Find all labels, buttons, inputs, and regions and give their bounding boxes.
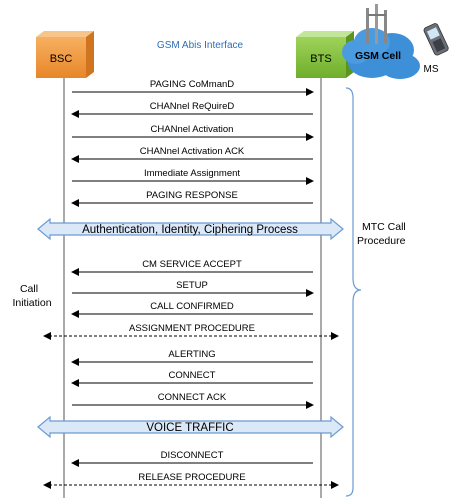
release-procedure-label: RELEASE PROCEDURE <box>138 472 245 483</box>
gsm-cell-cloud-icon: GSM Cell <box>342 4 420 79</box>
alerting-label: ALERTING <box>168 349 215 360</box>
mobile-phone-icon <box>423 23 449 56</box>
paging-response-label: PAGING RESPONSE <box>146 190 238 201</box>
antenna-tower-icon <box>366 4 387 44</box>
cm-service-accept-label: CM SERVICE ACCEPT <box>142 259 242 270</box>
bsc-label: BSC <box>50 53 73 65</box>
channel-activation-label: CHANnel Activation <box>151 124 234 135</box>
bts-box: BTS <box>296 31 354 78</box>
connect-ack-label: CONNECT ACK <box>158 392 227 403</box>
authentication-identity-ciphering-process-band <box>37 217 344 241</box>
immediate-assignment-label: Immediate Assignment <box>144 168 240 179</box>
mtc-call-procedure-brace <box>345 87 362 497</box>
connect-label: CONNECT <box>169 370 216 381</box>
mtc-call-label: MTC Call <box>362 221 406 233</box>
mtc-procedure-label: Procedure <box>357 235 406 247</box>
call-initiation-label: Call <box>20 283 38 295</box>
voice-traffic-band <box>37 415 344 439</box>
channel-required-label: CHANnel ReQuireD <box>150 101 235 112</box>
message-list: PAGING CoMmanD CHANnel ReQuireD CHANnel Ac… <box>37 79 344 489</box>
bsc-box: BSC <box>36 31 94 78</box>
ms-label: MS <box>424 64 439 75</box>
diagram-title: GSM Abis Interface <box>157 40 244 51</box>
assignment-procedure-label: ASSIGNMENT PROCEDURE <box>129 323 255 334</box>
channel-activation-ack-label: CHANnel Activation ACK <box>140 146 245 157</box>
gsm-cell-label: GSM Cell <box>355 50 401 62</box>
voice-traffic-label: VOICE TRAFFIC <box>146 422 233 434</box>
disconnect-label: DISCONNECT <box>161 450 224 461</box>
setup-label: SETUP <box>176 280 208 291</box>
call-confirmed-label: CALL CONFIRMED <box>150 301 234 312</box>
paging-command-label: PAGING CoMmanD <box>150 79 234 90</box>
authentication-identity-ciphering-process-label: Authentication, Identity, Ciphering Proc… <box>82 224 298 236</box>
bts-label: BTS <box>310 53 331 65</box>
call-initiation-label-line2: Initiation <box>12 297 51 309</box>
